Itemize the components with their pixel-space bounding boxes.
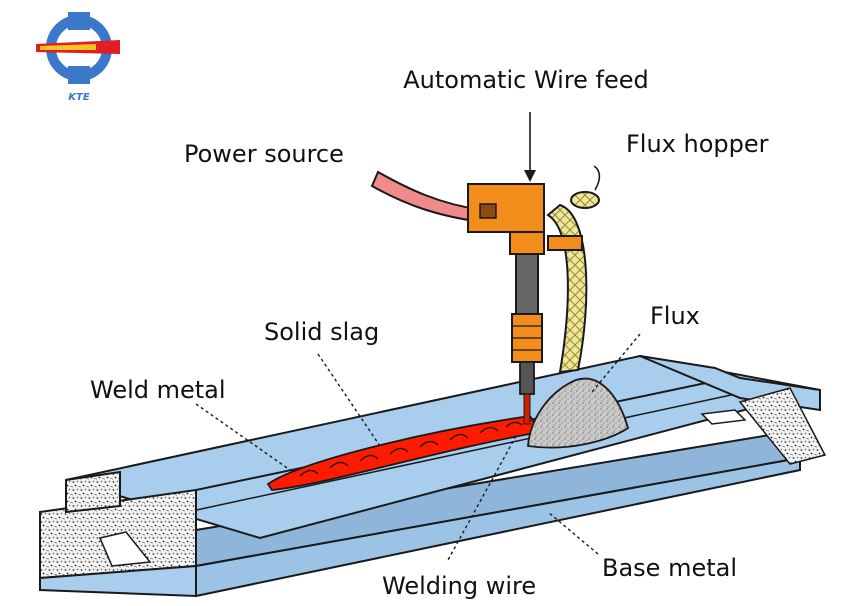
logo-bottom-block-icon	[68, 66, 90, 84]
label-flux: Flux	[650, 302, 700, 330]
label-base-metal: Base metal	[602, 554, 737, 582]
label-welding-wire: Welding wire	[382, 572, 536, 600]
label-solid-slag: Solid slag	[264, 318, 379, 346]
wire-feed-arrowhead-icon	[524, 170, 536, 182]
base-metal-pointer	[547, 511, 599, 555]
label-power-source: Power source	[184, 140, 344, 168]
pointer-lines	[195, 112, 641, 561]
logo-text: KTE	[68, 92, 90, 103]
flux-pointer	[591, 333, 641, 393]
weld-metal-pointer	[195, 403, 291, 471]
kte-logo: KTE	[36, 12, 120, 103]
label-flux-hopper: Flux hopper	[626, 130, 769, 158]
base-metal-plates	[39, 354, 821, 598]
label-weld-metal: Weld metal	[90, 376, 226, 404]
solid-slag-pointer	[317, 353, 381, 447]
label-wire-feed: Automatic Wire feed	[403, 66, 649, 94]
welding-torch	[467, 183, 583, 425]
flux-strip	[700, 387, 827, 465]
flux-pile	[527, 377, 630, 449]
power-cable	[370, 170, 483, 224]
flux-hopper-tube	[546, 165, 601, 374]
logo-top-block-icon	[68, 12, 90, 30]
logo-flare-highlight-icon	[40, 44, 96, 50]
